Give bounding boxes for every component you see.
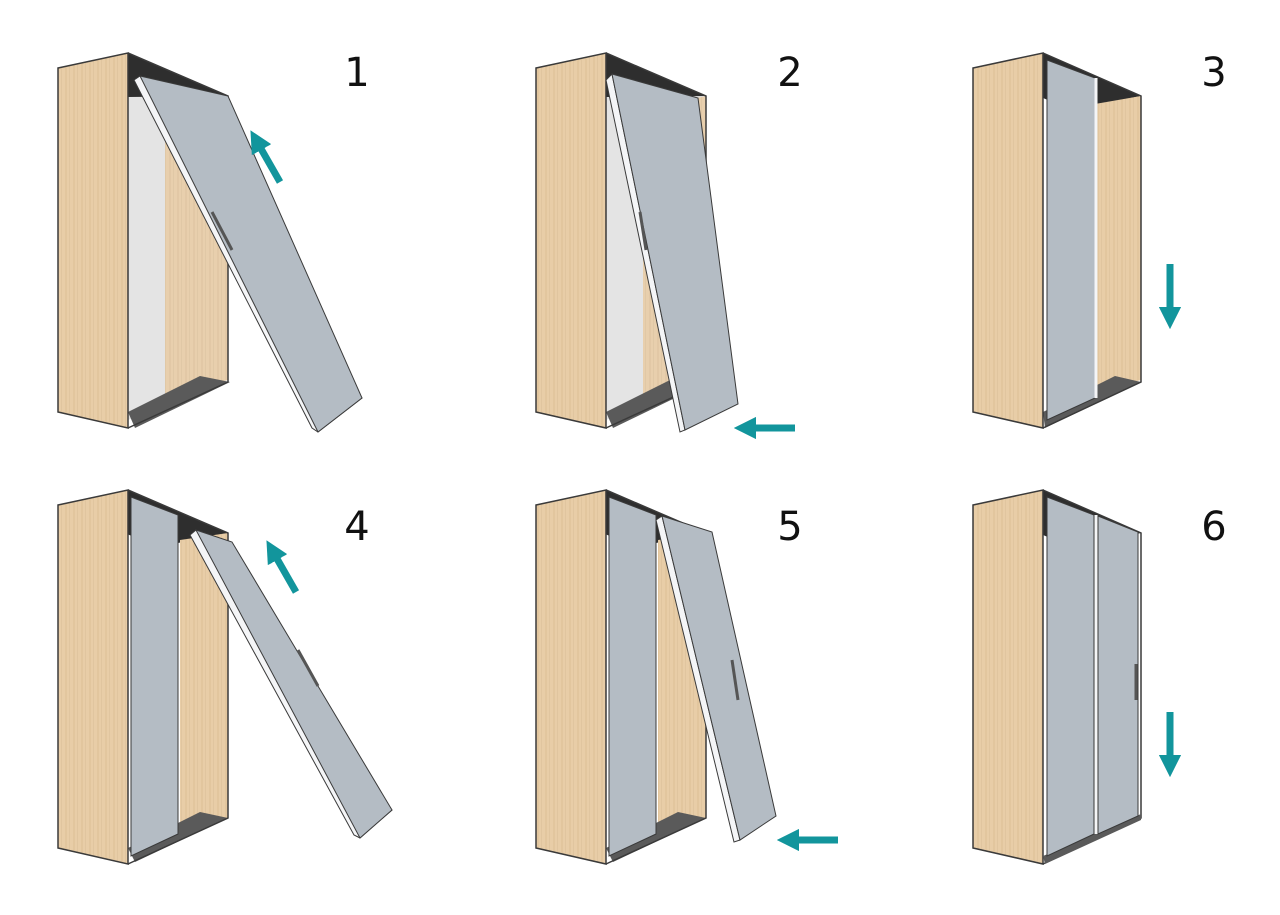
bottom-track xyxy=(1043,376,1141,428)
up-diagonal-arrow-icon xyxy=(266,540,300,594)
bottom-track xyxy=(1043,814,1141,864)
left-side-panel xyxy=(57,489,129,865)
left-side-panel xyxy=(972,52,1044,429)
installed-door xyxy=(608,496,657,857)
door-handle xyxy=(638,211,648,251)
door-face xyxy=(611,73,739,431)
door-face xyxy=(194,529,393,839)
door-face xyxy=(1046,59,1096,421)
doors-installed xyxy=(1046,496,1139,857)
door-handle xyxy=(210,211,234,251)
carcass-outline xyxy=(1042,52,1142,429)
interior-right-side xyxy=(1095,96,1141,392)
step-number: 3 xyxy=(1201,50,1226,96)
door-panel xyxy=(655,515,777,843)
door-panel xyxy=(605,72,739,433)
installed-door xyxy=(130,496,179,857)
up-diagonal-arrow-icon xyxy=(250,130,284,184)
step-number: 2 xyxy=(777,50,802,96)
door-panel xyxy=(189,529,393,839)
left-side-panel xyxy=(535,52,607,429)
step-number: 5 xyxy=(777,504,802,550)
step-4-panel: 4 xyxy=(57,489,393,865)
wardrobe-carcass xyxy=(57,489,229,865)
bottom-track xyxy=(128,376,230,428)
step-3-panel: 3 xyxy=(972,50,1227,429)
step-number: 6 xyxy=(1201,504,1226,550)
interior-right-side xyxy=(180,533,228,830)
door-handle xyxy=(296,649,320,687)
front-door xyxy=(1097,515,1139,835)
left-side-panel xyxy=(535,489,607,865)
step-6-panel: 6 xyxy=(972,489,1227,865)
left-side-panel xyxy=(57,52,129,429)
carcass-outline xyxy=(127,489,229,865)
step-number: 4 xyxy=(344,504,369,550)
door-handle xyxy=(730,659,740,701)
rear-door xyxy=(1046,496,1095,857)
door-panel xyxy=(133,75,363,433)
door-face xyxy=(139,75,363,433)
left-side-panel xyxy=(972,489,1044,865)
bottom-track xyxy=(128,812,228,862)
bottom-track xyxy=(606,812,706,862)
step-2-panel: 2 xyxy=(535,50,803,440)
step-5-panel: 5 xyxy=(535,489,838,865)
door-panel xyxy=(1046,59,1098,421)
door-face xyxy=(661,515,777,841)
step-1-panel: 1 xyxy=(57,50,370,433)
step-number: 1 xyxy=(344,50,369,96)
